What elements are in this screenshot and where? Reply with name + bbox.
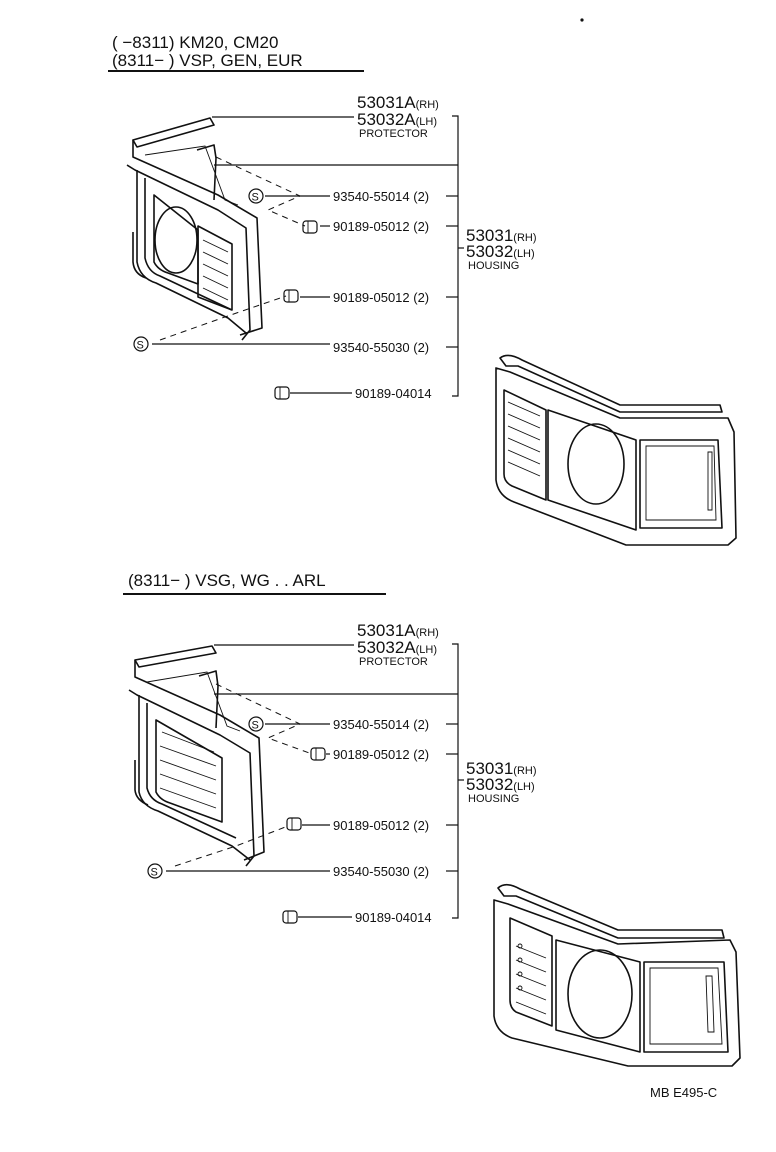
protector-name: PROTECTOR bbox=[359, 128, 428, 140]
protector-rh-number: 53031A(RH) bbox=[357, 93, 439, 112]
protector-lh-number: 53032A(LH) bbox=[357, 638, 437, 657]
part-label: 90189-05012 (2) bbox=[333, 818, 429, 833]
housing-name: HOUSING bbox=[468, 793, 519, 805]
svg-text:S: S bbox=[151, 867, 158, 879]
s-screw-icon: S bbox=[248, 716, 264, 732]
section-1-header-line-2: (8311− ) VSP, GEN, EUR bbox=[112, 51, 303, 70]
section-2: (8311− ) VSG, WG . . ARL 53031A(RH) 5303… bbox=[123, 571, 741, 1067]
part-label: 90189-05012 (2) bbox=[333, 219, 429, 234]
part-label: 90189-04014 bbox=[355, 386, 432, 401]
protector-rh-number: 53031A(RH) bbox=[357, 621, 439, 640]
housing-name: HOUSING bbox=[468, 260, 519, 272]
s-screw-icon: S bbox=[147, 863, 163, 879]
section-2-header-line-1: (8311− ) VSG, WG . . ARL bbox=[128, 571, 326, 590]
clip-nut-icon bbox=[282, 910, 298, 924]
clip-nut-icon bbox=[310, 747, 326, 761]
svg-text:S: S bbox=[137, 340, 144, 352]
svg-text:S: S bbox=[252, 720, 259, 732]
clip-nut-icon bbox=[302, 220, 318, 234]
part-label: 93540-55030 (2) bbox=[333, 864, 429, 879]
part-label: 93540-55030 (2) bbox=[333, 340, 429, 355]
protector-name: PROTECTOR bbox=[359, 656, 428, 668]
part-label: 90189-05012 (2) bbox=[333, 290, 429, 305]
drawing-code: MB E495-C bbox=[650, 1085, 717, 1100]
protector-lh-number: 53032A(LH) bbox=[357, 110, 437, 129]
housing-rh-number: 53031(RH) bbox=[466, 226, 537, 245]
housing-rh-number: 53031(RH) bbox=[466, 759, 537, 778]
part-label: 90189-05012 (2) bbox=[333, 747, 429, 762]
clip-nut-icon bbox=[286, 817, 302, 831]
clip-nut-icon bbox=[283, 289, 299, 303]
bracket-line bbox=[452, 115, 459, 397]
bracket-line bbox=[452, 643, 459, 919]
section-1-header-line-1: ( −8311) KM20, CM20 bbox=[112, 33, 278, 52]
part-label: 93540-55014 (2) bbox=[333, 189, 429, 204]
housing-assembled-view bbox=[493, 883, 741, 1067]
stray-mark bbox=[580, 18, 584, 22]
part-label: 90189-04014 bbox=[355, 910, 432, 925]
s-screw-icon: S bbox=[133, 336, 149, 352]
clip-nut-icon bbox=[274, 386, 290, 400]
housing-exploded-view bbox=[126, 117, 263, 341]
svg-text:S: S bbox=[252, 192, 259, 204]
section-1: ( −8311) KM20, CM20 (8311− ) VSP, GEN, E… bbox=[108, 33, 737, 546]
housing-lh-number: 53032(LH) bbox=[466, 775, 535, 794]
housing-exploded-view bbox=[128, 645, 265, 867]
housing-assembled-view bbox=[495, 354, 737, 546]
s-screw-icon: S bbox=[248, 188, 264, 204]
part-label: 93540-55014 (2) bbox=[333, 717, 429, 732]
housing-lh-number: 53032(LH) bbox=[466, 242, 535, 261]
